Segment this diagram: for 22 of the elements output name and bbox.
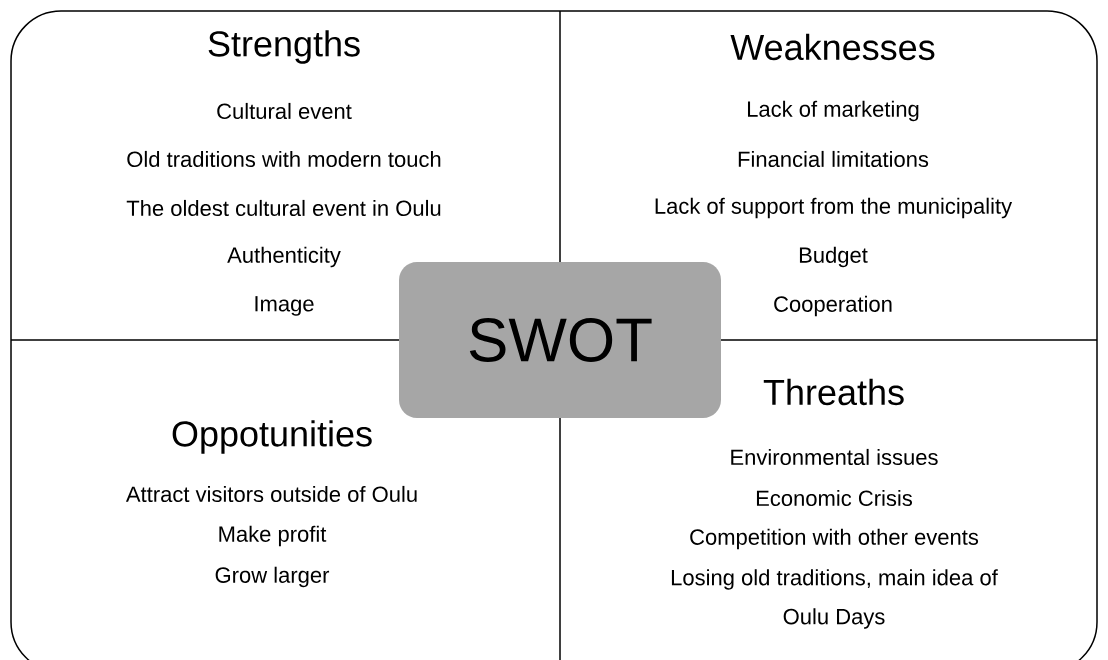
list-item: Make profit (219, 525, 327, 547)
list-item: Financial limitations (738, 150, 929, 168)
list-item: Grow larger (215, 566, 330, 588)
list-item: The oldest cultural event in Oulu (126, 199, 441, 217)
heading: Weaknesses (730, 33, 935, 61)
heading: Oppotunities (172, 420, 372, 454)
list-item: Environmental issues (731, 448, 938, 466)
list-item: Competition with other events (690, 528, 979, 550)
list-item: Cooperation (774, 295, 892, 317)
list-item: Lack of support from the municipality (655, 197, 1013, 219)
heading: Strengths (208, 30, 360, 64)
list-item: Economic Crisis (756, 489, 912, 507)
list-item: Image (255, 296, 314, 316)
list-item: Losing old traditions, main idea of Oulu Days (671, 569, 998, 629)
heading: Threaths (763, 378, 904, 406)
list-item: Authenticity (227, 246, 341, 268)
list-item: Cultural event (217, 102, 352, 120)
list-item: Lack of marketing (748, 100, 919, 122)
list-item: Old traditions with modern touch (127, 150, 441, 168)
list-item: Attract visitors outside of Oulu (125, 485, 417, 503)
list-item: Budget (799, 246, 868, 268)
center-box: SWOT (399, 262, 721, 418)
